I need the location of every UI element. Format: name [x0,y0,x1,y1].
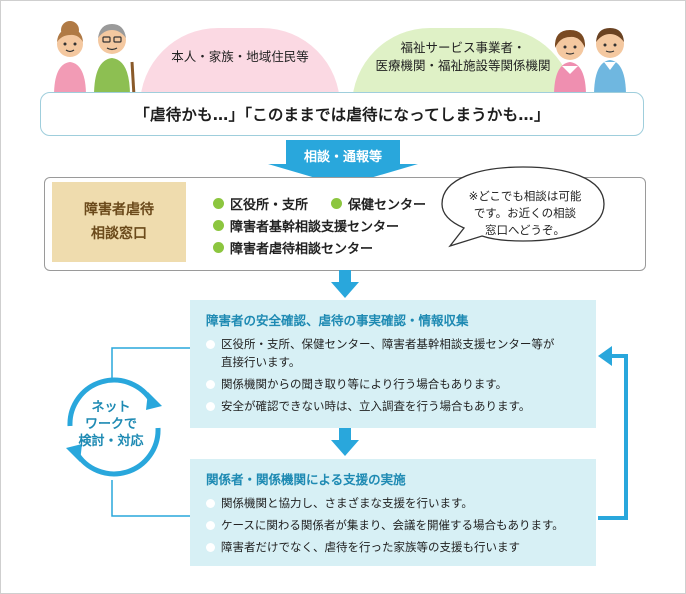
green-bullet-icon [331,198,342,209]
step1-item: 区役所・支所、保健センター、障害者基幹相談支援センター等が [206,336,554,353]
green-bullet-icon [213,242,224,253]
office-item-abuse-center: 障害者虐待相談センター [213,238,373,257]
network-cycle-icon [66,377,162,477]
speech-bubble-icon [441,166,605,248]
staff-illustration [554,28,626,96]
residents-label: 本人・家族・地域住民等 [171,49,309,64]
services-label-line1: 福祉サービス事業者・ [400,40,526,55]
network-label-line1: ネット [91,400,131,415]
contact-title: 障害者虐待 相談窓口 [52,182,186,262]
step-support-panel: 関係者・関係機関による支援の実施 関係機関と協力し、さまざまな支援を行います。 … [190,459,596,566]
white-bullet-icon [206,499,215,508]
white-bullet-icon [206,521,215,530]
network-connector-lines [111,347,190,517]
bubble-note-line2: です。お近くの相談 [473,206,577,220]
bubble-note-line3: 窓口へどうぞ。 [485,223,565,237]
step2-item: 関係機関と協力し、さまざまな支援を行います。 [206,495,473,512]
office-item-health-center: 保健センター [331,194,426,213]
concern-quote-box: 「虐待かも…」「このままでは虐待になってしまうかも…」 [40,92,644,136]
elderly-man-icon [94,24,136,96]
network-label-line3: 検討・対応 [78,434,144,449]
elderly-couple-illustration [54,21,136,96]
office-item-core-support: 障害者基幹相談支援センター [213,216,399,235]
services-label-line2: 医療機関・福祉施設等関係機関 [375,58,551,73]
network-label-line2: ワークで [84,417,137,432]
contact-title-line2: 相談窓口 [91,226,147,242]
step2-item: 障害者だけでなく、虐待を行った家族等の支援も行います [206,539,520,556]
down-arrow-icon [331,270,359,298]
female-staff-icon [554,30,586,96]
bubble-note-line1: ※どこでも相談は可能 [468,189,582,203]
step2-title: 関係者・関係機関による支援の実施 [206,472,406,487]
step1-item-continued: 直接行います。 [221,355,301,369]
white-bullet-icon [206,402,215,411]
network-label: ネット ワークで 検討・対応 [66,399,156,450]
concern-quote-text: 「虐待かも…」「このままでは虐待になってしまうかも…」 [134,106,550,124]
elderly-woman-icon [54,21,86,96]
step2-item: ケースに関わる関係者が集まり、会議を開催する場合もあります。 [206,517,564,534]
step1-item: 関係機関からの聞き取り等により行う場合もあります。 [206,376,507,393]
consultation-arrow-label: 相談・通報等 [303,150,382,165]
white-bullet-icon [206,543,215,552]
consultation-arrow-icon [268,140,418,186]
step1-title: 障害者の安全確認、虐待の事実確認・情報収集 [206,313,469,328]
white-bullet-icon [206,380,215,389]
green-bullet-icon [213,198,224,209]
step-safety-confirmation-panel: 障害者の安全確認、虐待の事実確認・情報収集 区役所・支所、保健センター、障害者基… [190,300,596,428]
contact-title-line1: 障害者虐待 [84,202,154,218]
bubble-note: ※どこでも相談は可能 です。お近くの相談 窓口へどうぞ。 [462,188,588,239]
feedback-loop-arrow-icon [598,346,628,520]
office-item-ward: 区役所・支所 [213,194,308,213]
white-bullet-icon [206,340,215,349]
green-bullet-icon [213,220,224,231]
down-arrow-icon [331,428,359,456]
male-staff-icon [594,28,626,96]
step1-item: 安全が確認できない時は、立入調査を行う場合もあります。 [206,398,530,415]
